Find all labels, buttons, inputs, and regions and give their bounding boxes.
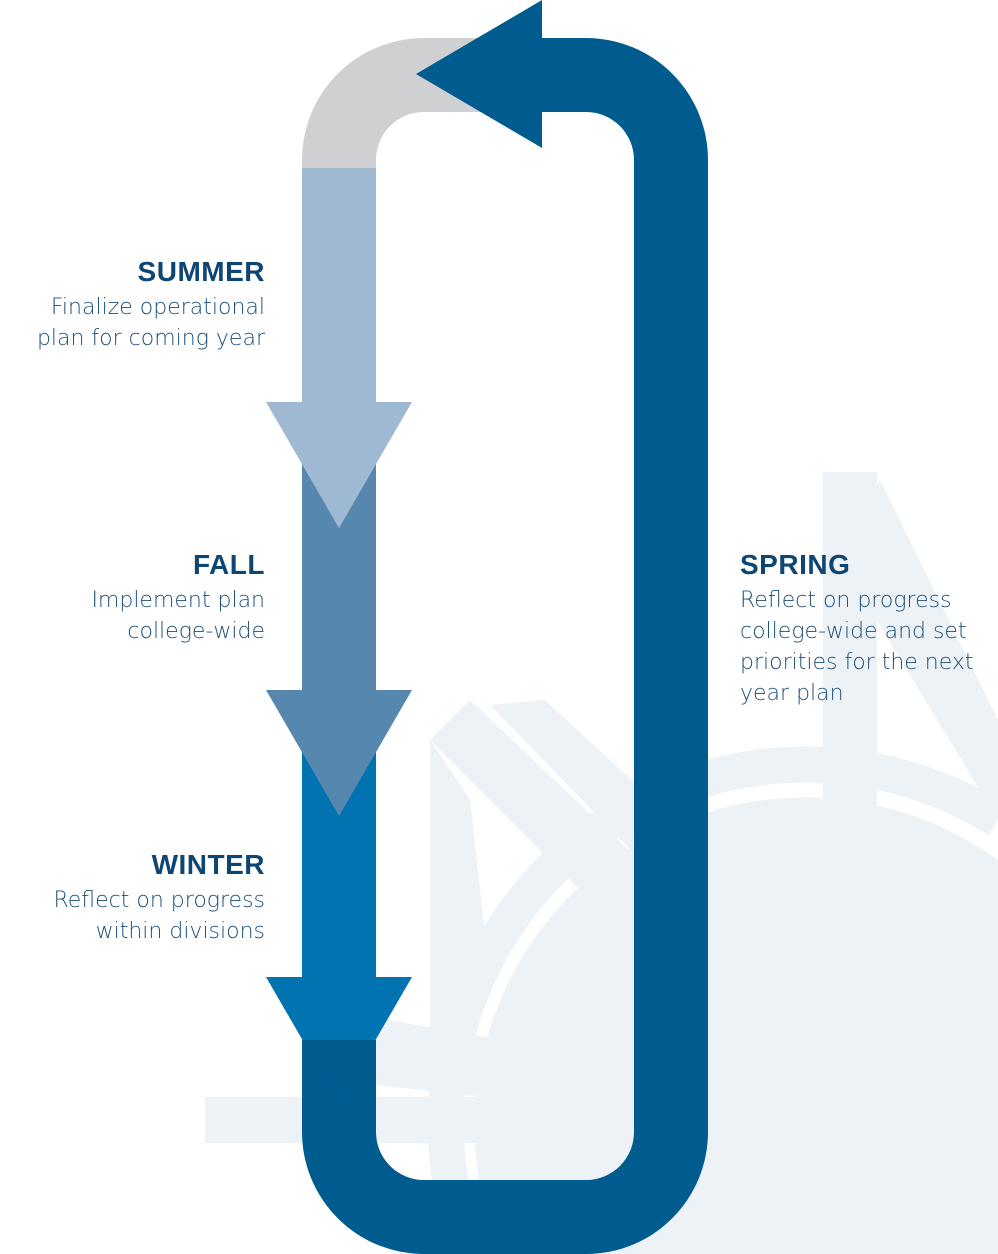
spring-desc-line: college-wide and set xyxy=(740,619,967,644)
winter-heading: WINTER xyxy=(151,849,265,880)
spring-desc-line: year plan xyxy=(740,681,844,706)
winter-desc-line: Reflect on progress xyxy=(53,888,265,913)
spring-desc-line: priorities for the next xyxy=(740,650,974,675)
summer-arrowhead xyxy=(266,402,412,528)
winter-label: WINTER Reflect on progress within divisi… xyxy=(0,849,265,947)
spring-arrowhead xyxy=(416,0,542,148)
fall-arrowhead xyxy=(266,690,412,816)
loop-spring-track xyxy=(302,38,708,1254)
fall-desc-line: college-wide xyxy=(127,619,265,644)
fall-label: FALL Implement plan college-wide xyxy=(0,549,265,647)
watermark-wing xyxy=(330,1010,560,1105)
winter-arrowhead-tip xyxy=(302,1040,376,1103)
summer-desc-line: plan for coming year xyxy=(36,326,265,351)
winter-description: Reflect on progress within divisions xyxy=(0,885,265,947)
fall-description: Implement plan college-wide xyxy=(0,585,265,647)
watermark-spire xyxy=(840,480,998,820)
spring-label: SPRING Reflect on progress college-wide … xyxy=(740,549,998,709)
summer-label: SUMMER Finalize operational plan for com… xyxy=(0,256,265,354)
watermark-base xyxy=(205,1097,557,1143)
spring-description: Reflect on progress college-wide and set… xyxy=(740,585,998,709)
watermark-roof-2 xyxy=(490,700,680,880)
spring-heading: SPRING xyxy=(740,549,851,580)
summer-heading: SUMMER xyxy=(137,256,265,287)
watermark-roof xyxy=(430,700,660,925)
spring-desc-line: Reflect on progress xyxy=(740,588,952,613)
fall-desc-line: Implement plan xyxy=(91,588,265,613)
watermark-gable xyxy=(430,740,490,1060)
summer-description: Finalize operational plan for coming yea… xyxy=(0,292,265,354)
fall-heading: FALL xyxy=(193,549,265,580)
winter-desc-line: within divisions xyxy=(95,919,265,944)
summer-arrow-shaft xyxy=(302,168,376,404)
background-watermark xyxy=(205,472,998,1254)
summer-desc-line: Finalize operational xyxy=(50,295,265,320)
